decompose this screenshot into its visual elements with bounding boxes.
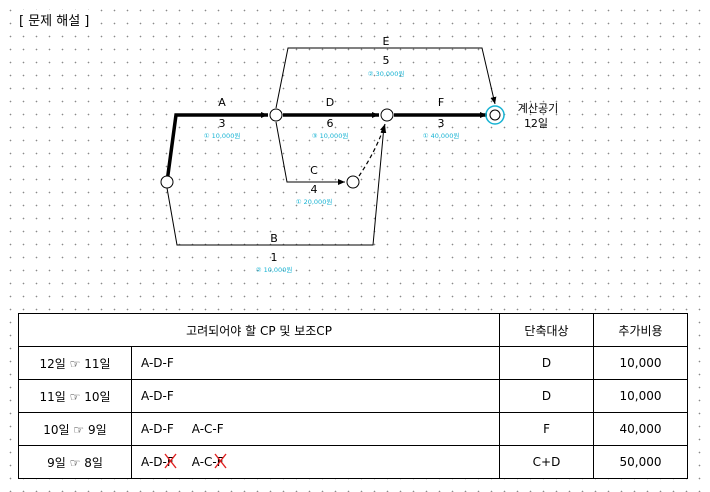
path: A-D-F xyxy=(141,356,174,370)
path-cell: A-D-F xyxy=(130,379,501,413)
activity-arrow-b xyxy=(166,125,387,246)
step-from: 12일 xyxy=(39,356,66,371)
step-from: 9일 xyxy=(47,455,66,470)
cost-cell: 10,000 xyxy=(593,346,689,380)
activity-note-c: ① 20,000원 xyxy=(296,197,333,206)
activity-name-b: B xyxy=(270,232,278,245)
step-to: 10일 xyxy=(84,389,111,404)
activity-duration-a: 3 xyxy=(219,117,226,130)
activity-name-f: F xyxy=(438,96,444,109)
end-label-calc-duration: 계산공기 xyxy=(518,102,558,115)
header-target: 단축대상 xyxy=(499,313,595,347)
table-row: 9일 ☞ 8일 A-D-F A-C-F C+D 50,000 xyxy=(18,445,689,479)
table-row: 12일 ☞ 11일 A-D-F D 10,000 xyxy=(18,346,689,380)
path-cell: A-D-F A-C-F xyxy=(130,445,501,479)
target-cell: C+D xyxy=(499,445,595,479)
activity-duration-c: 4 xyxy=(311,183,318,196)
node-2 xyxy=(269,108,283,122)
duration-step: 12일 ☞ 11일 xyxy=(18,346,132,380)
step-to: 11일 xyxy=(84,356,111,371)
pointer-icon: ☞ xyxy=(69,455,81,470)
step-to: 9일 xyxy=(88,422,107,437)
path-text: A-C-F xyxy=(191,455,224,469)
page-title: [ 문제 해설 ] xyxy=(17,10,92,29)
table-header-row: 고려되어야 할 CP 및 보조CP 단축대상 추가비용 xyxy=(17,313,689,347)
node-3 xyxy=(346,175,360,189)
activity-note-a: ① 10,000원 xyxy=(204,131,241,140)
step-from: 11일 xyxy=(39,389,66,404)
activity-duration-f: 3 xyxy=(438,117,445,130)
table-row: 10일 ☞ 9일 A-D-F A-C-F F 40,000 xyxy=(18,412,689,446)
path-struck: A-C-F xyxy=(191,453,227,469)
path: A-C-F xyxy=(191,422,224,436)
end-label-days: 12일 xyxy=(524,116,548,130)
activity-name-c: C xyxy=(310,164,318,177)
path: A-D-F xyxy=(141,389,174,403)
pointer-icon: ☞ xyxy=(73,422,85,437)
activity-note-e: ② 30,000원 xyxy=(368,69,405,78)
header-path: 고려되어야 할 CP 및 보조CP xyxy=(17,313,501,347)
node-4 xyxy=(380,108,394,122)
cost-cell: 40,000 xyxy=(593,412,689,446)
end-node-ring xyxy=(485,105,505,125)
activity-name-e: E xyxy=(383,35,390,48)
activity-name-d: D xyxy=(326,96,334,109)
cost-cell: 50,000 xyxy=(593,445,689,479)
dummy-arrow xyxy=(358,123,386,177)
activity-name-a: A xyxy=(218,96,226,109)
strike-x-icon xyxy=(164,453,177,469)
table-row: 11일 ☞ 10일 A-D-F D 10,000 xyxy=(18,379,689,413)
path-text: A-D-F xyxy=(141,455,174,469)
activity-note-b: ② 10,000원 xyxy=(256,265,293,274)
activity-network-diagram: A 3 ① 10,000원 D 6 ③ 10,000원 F 3 ① 40,000… xyxy=(160,35,558,274)
path-cell: A-D-F xyxy=(130,346,501,380)
activity-arrow-a xyxy=(165,112,268,183)
cost-cell: 10,000 xyxy=(593,379,689,413)
activity-duration-b: 1 xyxy=(271,251,278,264)
duration-step: 10일 ☞ 9일 xyxy=(18,412,132,446)
activity-note-d: ③ 10,000원 xyxy=(312,131,349,140)
path: A-D-F xyxy=(141,422,174,436)
header-cost: 추가비용 xyxy=(593,313,689,347)
activity-arrow-e xyxy=(275,47,497,109)
strike-x-icon xyxy=(214,453,227,469)
node-start xyxy=(160,175,174,189)
pointer-icon: ☞ xyxy=(69,356,81,371)
target-cell: F xyxy=(499,412,595,446)
activity-duration-e: 5 xyxy=(383,54,390,67)
crashing-table: 고려되어야 할 CP 및 보조CP 단축대상 추가비용 12일 ☞ 11일 A-… xyxy=(17,313,689,479)
path-struck: A-D-F xyxy=(141,453,177,469)
target-cell: D xyxy=(499,346,595,380)
path-cell: A-D-F A-C-F xyxy=(130,412,501,446)
target-cell: D xyxy=(499,379,595,413)
node-end xyxy=(489,109,501,121)
pointer-icon: ☞ xyxy=(69,389,81,404)
step-from: 10일 xyxy=(43,422,70,437)
step-to: 8일 xyxy=(84,455,103,470)
activity-arrow-c xyxy=(275,121,345,185)
duration-step: 9일 ☞ 8일 xyxy=(18,445,132,479)
activity-note-f: ① 40,000원 xyxy=(423,131,460,140)
duration-step: 11일 ☞ 10일 xyxy=(18,379,132,413)
activity-duration-d: 6 xyxy=(327,117,334,130)
